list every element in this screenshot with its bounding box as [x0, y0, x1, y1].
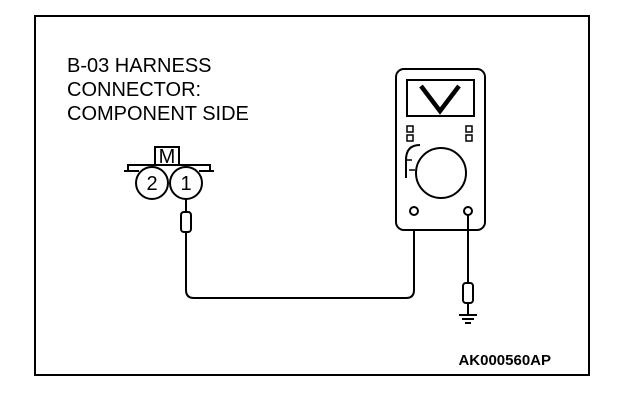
connector-probe	[180, 199, 192, 233]
figure-code: AK000560AP	[458, 352, 551, 369]
ground-icon	[459, 314, 477, 324]
ground-probe-body	[462, 282, 474, 304]
voltage-mode-icon	[419, 84, 461, 115]
meter-mode-symbol: V	[0, 0, 1, 1]
volt-terminal	[463, 206, 473, 216]
connector-key-label: M	[159, 146, 176, 168]
title-line-1: B-03 HARNESS	[67, 55, 212, 77]
meter-button-right-2	[465, 134, 473, 142]
ground-probe	[462, 282, 474, 314]
pin-2-label: 2	[146, 173, 157, 195]
probe-body	[180, 211, 192, 233]
meter-button-left-2	[406, 134, 414, 142]
test-lead-positive	[185, 212, 415, 299]
figure-frame	[34, 15, 590, 376]
connector-pin-2	[135, 166, 169, 200]
title-line-3: COMPONENT SIDE	[67, 103, 249, 125]
harness-connector: M 2 1	[124, 146, 214, 200]
pin-1-label: 1	[180, 173, 191, 195]
rotary-selector-dial	[415, 147, 467, 199]
title-line-2: CONNECTOR:	[67, 79, 201, 101]
com-terminal	[409, 206, 419, 216]
meter-button-left-1	[406, 125, 414, 133]
meter-button-right-1	[465, 125, 473, 133]
connector-flange	[127, 164, 211, 171]
multimeter: V	[0, 0, 486, 231]
